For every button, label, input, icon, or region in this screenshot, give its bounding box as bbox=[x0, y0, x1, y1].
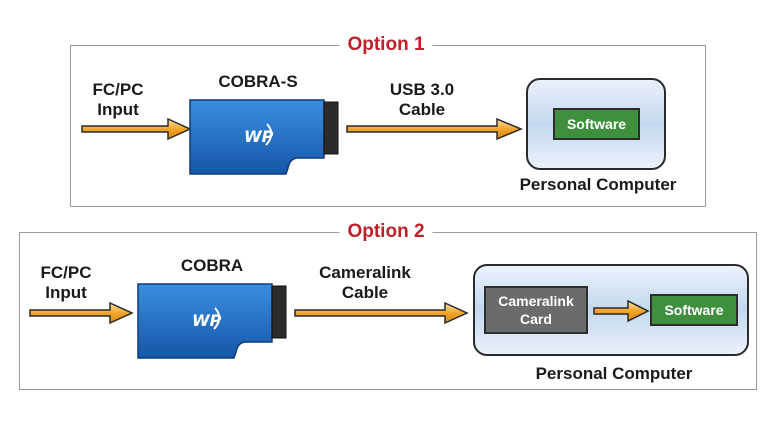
option1-camera-icon: WP bbox=[189, 99, 339, 175]
option1-cable-arrow bbox=[346, 117, 523, 141]
option2-cable-arrow bbox=[294, 301, 469, 325]
option2-software-box: Software bbox=[650, 294, 738, 326]
option2-input-arrow bbox=[29, 301, 134, 325]
option1-input-arrow bbox=[81, 117, 192, 141]
option1-computer-label: Personal Computer bbox=[519, 175, 677, 194]
option1-camera-label: COBRA-S bbox=[218, 72, 298, 91]
option2-internal-arrow bbox=[593, 299, 650, 323]
option2-input-label: FC/PC Input bbox=[40, 263, 92, 302]
option1-camera-logo: WP bbox=[244, 127, 274, 146]
option2-camera-icon: WP bbox=[137, 283, 287, 359]
option1-title: Option 1 bbox=[339, 34, 433, 56]
option1-input-label: FC/PC Input bbox=[92, 80, 144, 119]
option1-cable-label: USB 3.0 Cable bbox=[389, 80, 455, 119]
option1-software-box: Software bbox=[553, 108, 640, 140]
option2-camera-label: COBRA bbox=[180, 256, 244, 275]
option2-title: Option 2 bbox=[339, 221, 433, 243]
option2-cable-label: Cameralink Cable bbox=[319, 263, 411, 302]
option2-camera-logo: WP bbox=[192, 311, 222, 330]
option2-computer-label: Personal Computer bbox=[535, 364, 693, 383]
option2-cameralink-card: Cameralink Card bbox=[484, 286, 588, 334]
